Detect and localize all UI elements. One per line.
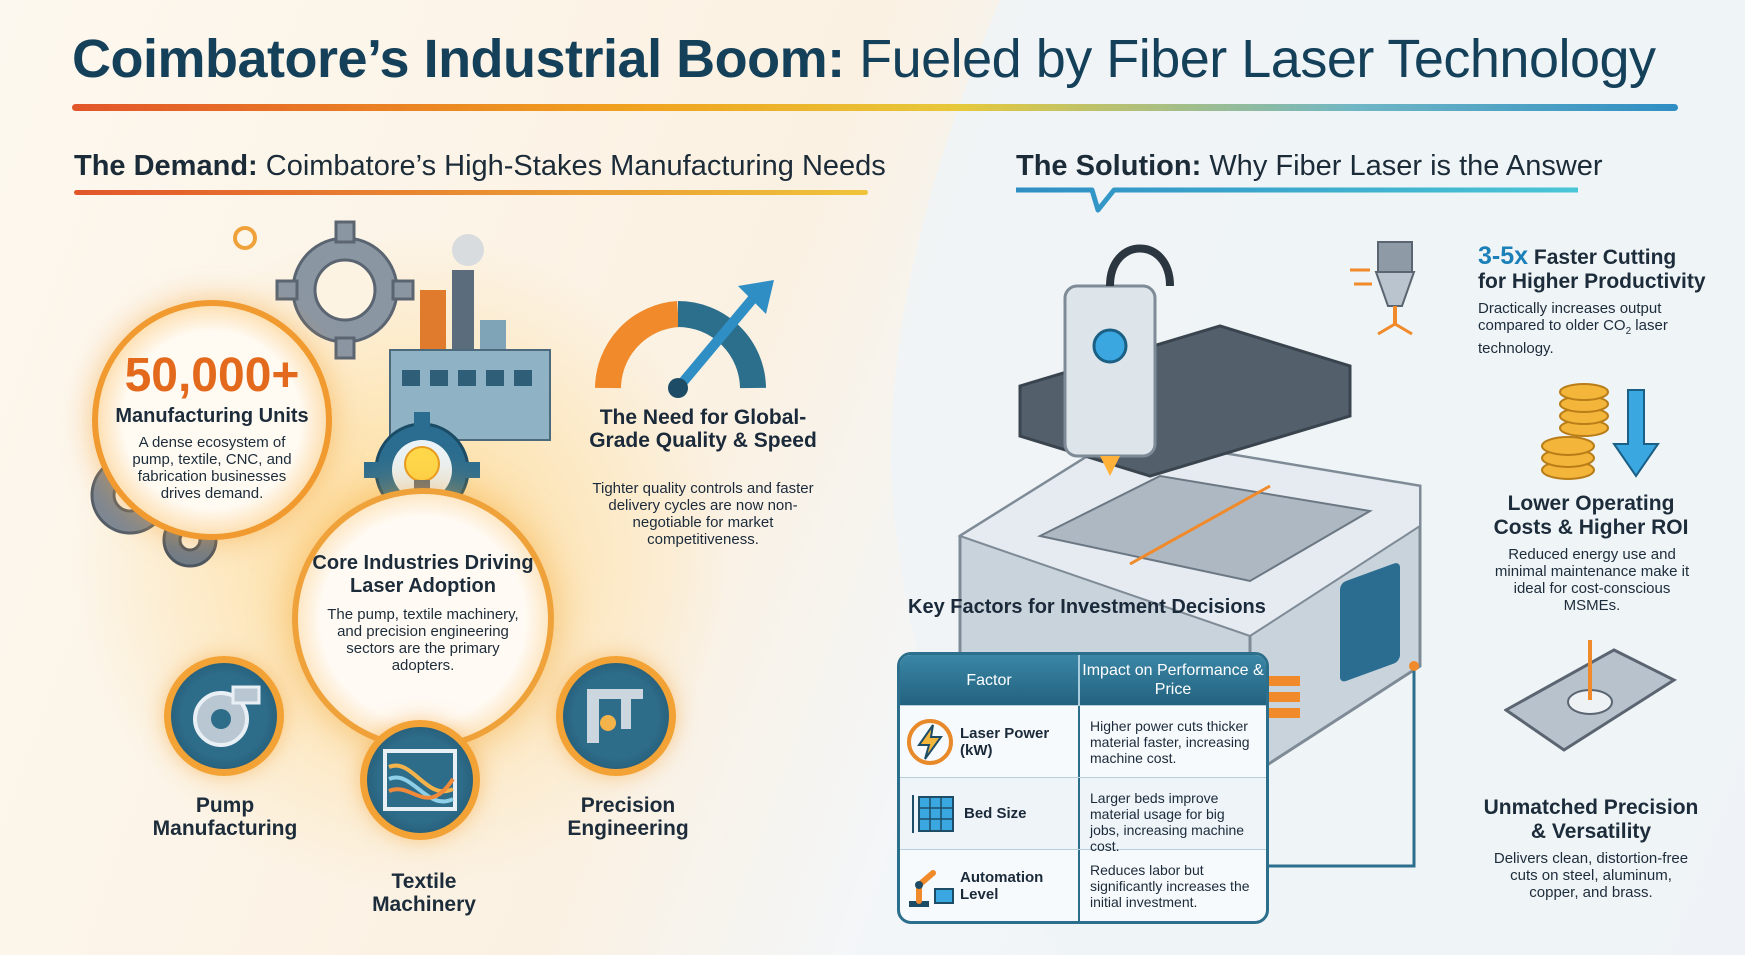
speed-gauge-icon [595, 280, 774, 398]
feature-precision-title: Unmatched Precision & Versatility [1483, 796, 1699, 843]
solution-heading-light: Why Fiber Laser is the Answer [1209, 150, 1603, 182]
feature-faster-cutting-desc-pre: Dractically increases output compared to… [1478, 300, 1662, 334]
stat-label: Manufacturing Units [115, 405, 309, 427]
industry-label-pump: Pump Manufacturing [152, 794, 298, 840]
bed-grid-icon [900, 784, 964, 844]
solution-heading-bold: The Solution: [1016, 150, 1202, 182]
caliper-icon [587, 689, 643, 743]
table-row: Automation Level Reduces labor but signi… [900, 849, 1266, 921]
feature-lower-costs-desc: Reduced energy use and minimal maintenan… [1494, 546, 1690, 614]
need-description: Tighter quality controls and faster deli… [592, 480, 814, 548]
textile-icon [383, 749, 457, 811]
feature-faster-cutting-desc-post: laser technology. [1478, 317, 1668, 357]
table-row: Bed Size Larger beds improve material us… [900, 777, 1266, 854]
table-connector-line [1268, 661, 1419, 868]
table-row: Laser Power (kW) Higher power cuts thick… [900, 705, 1266, 777]
lightning-bolt-icon [900, 712, 960, 772]
stat-manufacturing-units: 50,000+ Manufacturing Units A dense ecos… [92, 300, 332, 540]
table-header-factor: Factor [900, 655, 1080, 705]
impact-laser-power: Higher power cuts thicker material faste… [1090, 718, 1250, 766]
pump-icon-circle [164, 656, 284, 776]
precision-icon-circle [556, 656, 676, 776]
need-title: The Need for Global-Grade Quality & Spee… [589, 406, 817, 452]
laser-nozzle-icon [1350, 241, 1416, 336]
stat-number: 50,000+ [124, 349, 300, 402]
factor-bed-size: Bed Size [964, 805, 1027, 822]
core-industries-title: Core Industries Driving Laser Adoption [312, 552, 534, 597]
factor-automation-level: Automation Level [960, 868, 1044, 903]
feature-faster-cutting-title-line2: for Higher Productivity [1478, 270, 1706, 293]
robot-arm-icon [900, 856, 960, 916]
pump-icon [193, 685, 261, 747]
impact-bed-size: Larger beds improve material usage for b… [1090, 790, 1245, 854]
impact-automation-level: Reduces labor but significantly increase… [1090, 862, 1250, 910]
page-title: Coimbatore’s Industrial Boom: Fueled by … [72, 28, 1656, 90]
feature-faster-cutting-desc-sub: 2 [1625, 326, 1632, 337]
textile-icon-circle [360, 720, 480, 840]
stat-description: A dense ecosystem of pump, textile, CNC,… [132, 434, 292, 502]
core-industries-description: The pump, textile machinery, and precisi… [327, 606, 519, 674]
feature-faster-cutting-title-rest: Faster Cutting [1533, 246, 1677, 269]
feature-faster-cutting-desc: Dractically increases output compared to… [1478, 300, 1688, 357]
table-header: Factor Impact on Performance & Price [900, 655, 1266, 705]
title-bold: Coimbatore’s Industrial Boom: [72, 29, 845, 89]
industry-label-textile: Textile Machinery [372, 870, 476, 916]
title-light: Fueled by Fiber Laser Technology [859, 29, 1656, 89]
demand-heading-underline [74, 190, 868, 195]
solution-heading-underline [1016, 187, 1578, 213]
table-header-impact: Impact on Performance & Price [1082, 662, 1264, 698]
industry-label-precision: Precision Engineering [567, 794, 689, 840]
demand-heading-light: Coimbatore’s High-Stakes Manufacturing N… [265, 150, 886, 182]
coins-down-arrow-icon [1541, 383, 1660, 480]
key-factors-title: Key Factors for Investment Decisions [908, 596, 1266, 618]
factor-laser-power: Laser Power (kW) [960, 724, 1050, 759]
precision-cut-plate-icon [1504, 640, 1678, 752]
feature-faster-cutting-accent: 3-5x [1478, 242, 1529, 270]
title-underline [72, 104, 1678, 111]
demand-heading-bold: The Demand: [74, 150, 258, 182]
core-industries-circle: Core Industries Driving Laser Adoption T… [292, 488, 554, 750]
demand-heading: The Demand: Coimbatore’s High-Stakes Man… [74, 150, 886, 183]
feature-faster-cutting-title: 3-5x Faster Cutting for Higher Productiv… [1478, 244, 1706, 294]
solution-heading: The Solution: Why Fiber Laser is the Ans… [1016, 150, 1603, 183]
key-factors-table: Factor Impact on Performance & Price Las… [897, 652, 1269, 924]
feature-precision-desc: Delivers clean, distortion-free cuts on … [1493, 850, 1689, 901]
feature-lower-costs-title: Lower Operating Costs & Higher ROI [1493, 492, 1689, 539]
